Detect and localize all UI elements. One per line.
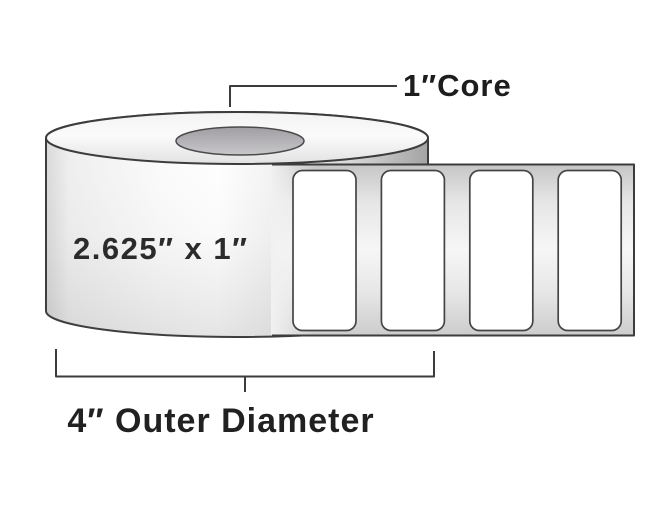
core-size-label: 1″Core	[403, 68, 512, 103]
liner-fill	[272, 164, 634, 336]
liner-border	[272, 163, 635, 337]
label-dimensions-text: 2.625″ x 1″	[73, 231, 249, 266]
label-strip	[271, 163, 635, 337]
die-cut-label	[557, 169, 623, 332]
annotation-lines	[55, 85, 435, 392]
outer-diameter-label: 4″ Outer Diameter	[67, 402, 375, 440]
outer-diameter-bracket	[55, 349, 435, 378]
die-cut-label	[380, 169, 446, 332]
core-leader-line	[229, 85, 397, 107]
core-hole	[175, 126, 305, 156]
die-cut-label	[468, 169, 534, 332]
die-cut-labels	[292, 169, 623, 332]
die-cut-label	[292, 169, 357, 332]
